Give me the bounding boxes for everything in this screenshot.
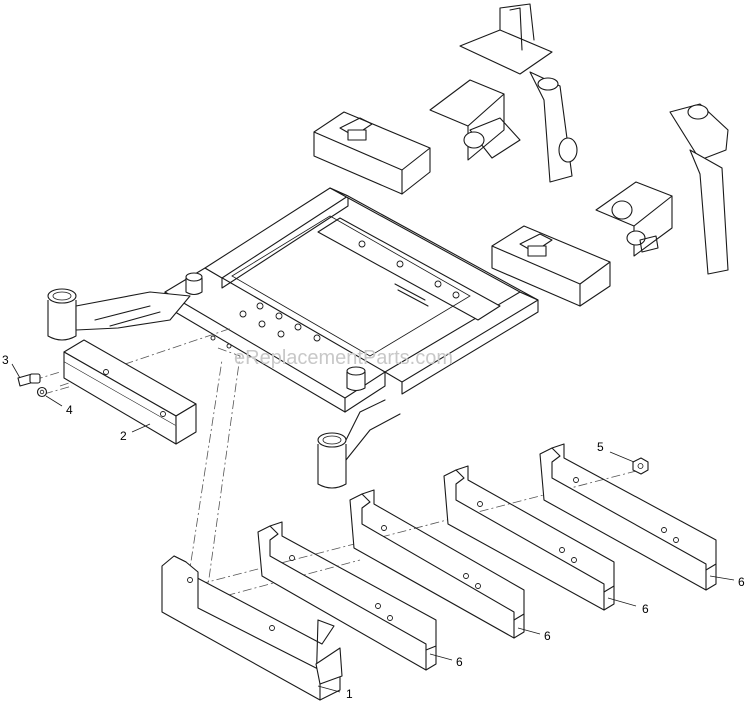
- nut-5: [632, 457, 649, 475]
- weight-plate-6c: [443, 465, 615, 611]
- callout-6-second: 6: [544, 629, 551, 643]
- callout-6-first: 6: [456, 655, 463, 669]
- callout-3: 3: [2, 353, 9, 367]
- mower-frame: [47, 3, 729, 489]
- callout-1: 1: [346, 687, 353, 701]
- front-weight-plate-2: [63, 339, 197, 445]
- weight-plate-1: [161, 555, 343, 701]
- weight-plate-6a: [257, 521, 437, 671]
- callout-leaders: [11, 363, 735, 693]
- callout-5: 5: [597, 440, 604, 454]
- weight-plate-6d: [539, 443, 717, 591]
- weight-plate-6b: [349, 489, 525, 639]
- callout-2: 2: [120, 429, 127, 443]
- callout-6-third: 6: [642, 602, 649, 616]
- washer-4: [36, 386, 48, 398]
- bolt-3: [17, 373, 41, 387]
- callout-4: 4: [66, 403, 73, 417]
- watermark-text: eReplacementParts.com: [234, 347, 453, 369]
- callout-6-fourth: 6: [738, 575, 745, 589]
